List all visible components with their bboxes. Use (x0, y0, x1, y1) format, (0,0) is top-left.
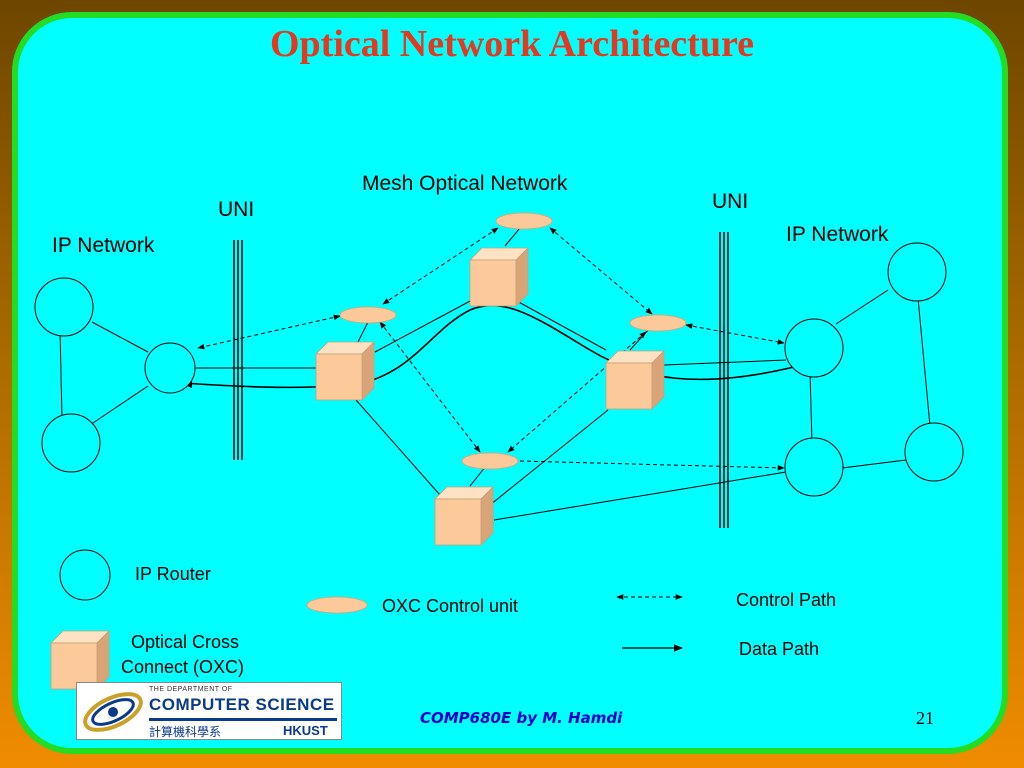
uni-right-label: UNI (712, 190, 749, 213)
logo-school-text: HKUST (283, 723, 328, 738)
control-paths (197, 227, 785, 471)
data-path-curve (180, 304, 799, 389)
oxc-control-unit (629, 314, 687, 332)
legend-oxc-control-label: OXC Control unit (382, 596, 519, 616)
oxc-cube (315, 341, 375, 401)
page-number: 21 (916, 708, 934, 728)
legend-control-unit-icon (306, 596, 368, 614)
oxc-cube (434, 486, 494, 546)
ip-network-left-label: IP Network (52, 234, 155, 257)
legend-data-path-label: Data Path (739, 639, 820, 659)
oxc-cube (469, 247, 529, 307)
uni-left-label: UNI (218, 198, 255, 221)
oxc-control-unit (461, 452, 519, 470)
logo-divider (149, 718, 337, 721)
mesh-network-label: Mesh Optical Network (362, 172, 568, 195)
ip-router (34, 277, 94, 337)
right-ip-links (809, 289, 931, 469)
logo-emblem-icon (83, 692, 143, 732)
legend-oxc-label-line2: Connect (OXC) (121, 657, 245, 677)
ip-router (887, 242, 947, 302)
oxc-control-unit (495, 212, 553, 230)
logo-main-text: COMPUTER SCIENCE (149, 695, 335, 714)
uni-bar-left (233, 240, 243, 460)
department-logo: THE DEPARTMENT OF COMPUTER SCIENCE 計算機科學… (76, 682, 342, 740)
legend-oxc-icon (50, 630, 110, 690)
legend-ip-router-label: IP Router (135, 564, 211, 584)
footer-course: COMP680E by M. Hamdi (420, 709, 623, 727)
left-ip-links (59, 321, 149, 426)
ip-network-right-label: IP Network (786, 223, 889, 246)
ip-router (784, 437, 844, 497)
logo-small-text: THE DEPARTMENT OF (149, 686, 233, 693)
ip-router (41, 413, 101, 473)
uni-bar-right (719, 232, 729, 528)
logo-chinese-text: 計算機科學系 (149, 725, 222, 739)
legend-router-icon (59, 549, 111, 601)
ip-router (144, 342, 196, 394)
slide-title: Optical Network Architecture (269, 23, 755, 65)
ip-router (784, 318, 844, 378)
ip-router (904, 422, 964, 482)
oxc-cube (605, 350, 665, 410)
legend-oxc-label-line1: Optical Cross (131, 632, 240, 652)
legend-control-path-label: Control Path (736, 590, 837, 610)
oxc-control-unit (339, 306, 397, 324)
